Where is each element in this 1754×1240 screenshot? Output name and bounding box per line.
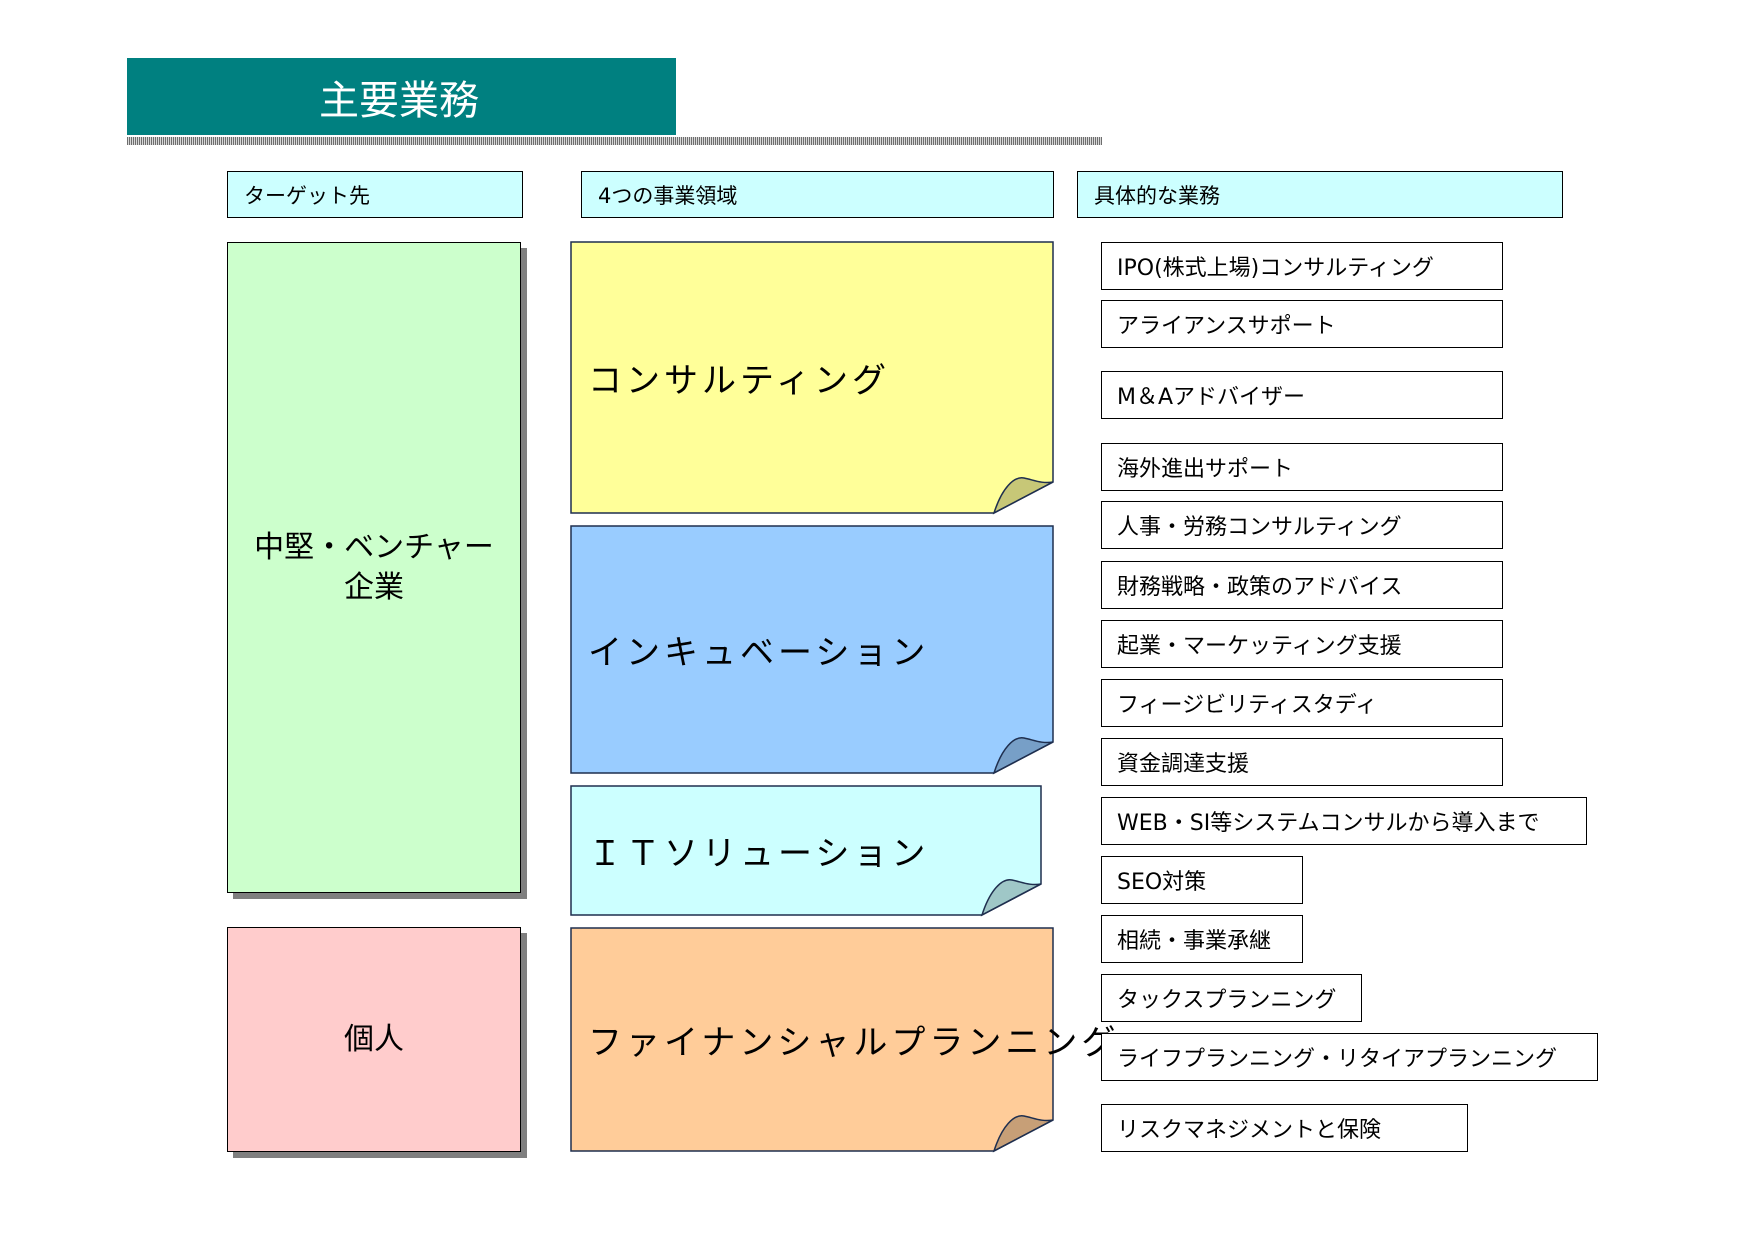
task-label: 財務戦略・政策のアドバイス — [1117, 575, 1403, 600]
task-label: タックスプランニング — [1117, 988, 1337, 1013]
task-financial-strategy: 財務戦略・政策のアドバイス — [1101, 561, 1503, 609]
header-domains: 4つの事業領域 — [581, 171, 1054, 218]
task-label: M＆Aアドバイザー — [1117, 385, 1306, 410]
task-label: アライアンスサポート — [1117, 314, 1336, 339]
task-inheritance: 相続・事業承継 — [1101, 915, 1303, 963]
task-label: IPO(株式上場)コンサルティング — [1117, 256, 1434, 281]
target-label-individual: 個人 — [344, 1021, 404, 1057]
note-fold — [992, 477, 1054, 515]
task-label: リスクマネジメントと保険 — [1117, 1118, 1382, 1143]
header-domains-label: 4つの事業領域 — [598, 183, 738, 208]
task-hr-consulting: 人事・労務コンサルティング — [1101, 501, 1503, 549]
note-shape — [570, 927, 1054, 1153]
task-label: WEB・SI等システムコンサルから導入まで — [1117, 811, 1540, 836]
domain-note-consulting: コンサルティング — [570, 241, 1054, 515]
domain-label-it-solution: ＩＴソリューション — [588, 834, 930, 874]
task-label: フィージビリティスタディ — [1117, 693, 1378, 718]
header-tasks-label: 具体的な業務 — [1094, 183, 1220, 208]
title-divider — [127, 137, 1102, 145]
header-target-label: ターゲット先 — [244, 183, 370, 208]
task-seo: SEO対策 — [1101, 856, 1303, 904]
note-fold — [992, 1115, 1054, 1153]
target-box-individual: 個人 — [227, 927, 521, 1152]
note-fold — [980, 879, 1042, 917]
task-label: 人事・労務コンサルティング — [1117, 515, 1402, 540]
task-label: 海外進出サポート — [1117, 457, 1294, 482]
note-shape — [570, 525, 1054, 775]
task-fundraising: 資金調達支援 — [1101, 738, 1503, 786]
task-label: 起業・マーケッティング支援 — [1117, 634, 1402, 659]
task-alliance-support: アライアンスサポート — [1101, 300, 1503, 348]
domain-label-financial-planning: ファイナンシャルプランニング — [588, 1023, 1120, 1063]
target-label-line1: 中堅・ベンチャー — [254, 529, 494, 565]
page-title: 主要業務 — [127, 58, 676, 135]
task-label: 資金調達支援 — [1117, 752, 1250, 777]
task-label: 相続・事業承継 — [1117, 929, 1272, 954]
header-tasks: 具体的な業務 — [1077, 171, 1563, 218]
page-title-text: 主要業務 — [319, 77, 479, 124]
target-label-line2: 企業 — [343, 569, 404, 605]
domain-note-it-solution: ＩＴソリューション — [570, 785, 1042, 917]
task-label: ライフプランニング・リタイアプランニング — [1117, 1047, 1558, 1072]
task-ma-advisor: M＆Aアドバイザー — [1101, 371, 1503, 419]
note-shape — [570, 241, 1054, 515]
task-ipo-consulting: IPO(株式上場)コンサルティング — [1101, 242, 1503, 290]
task-risk-insurance: リスクマネジメントと保険 — [1101, 1104, 1468, 1152]
task-feasibility-study: フィージビリティスタディ — [1101, 679, 1503, 727]
task-startup-marketing: 起業・マーケッティング支援 — [1101, 620, 1503, 668]
target-box-corporate: 中堅・ベンチャー 企業 — [227, 242, 521, 893]
note-fold — [992, 737, 1054, 775]
domain-note-financial-planning: ファイナンシャルプランニング — [570, 927, 1115, 1153]
task-tax-planning: タックスプランニング — [1101, 974, 1362, 1022]
note-shape — [570, 785, 1042, 917]
domain-note-incubation: インキュベーション — [570, 525, 1054, 775]
task-life-retire-planning: ライフプランニング・リタイアプランニング — [1101, 1033, 1598, 1081]
task-label: SEO対策 — [1117, 870, 1207, 895]
task-overseas-expansion: 海外進出サポート — [1101, 443, 1503, 491]
task-web-si-consulting: WEB・SI等システムコンサルから導入まで — [1101, 797, 1587, 845]
header-target: ターゲット先 — [227, 171, 523, 218]
domain-label-consulting: コンサルティング — [588, 361, 890, 401]
domain-label-incubation: インキュベーション — [588, 633, 930, 673]
